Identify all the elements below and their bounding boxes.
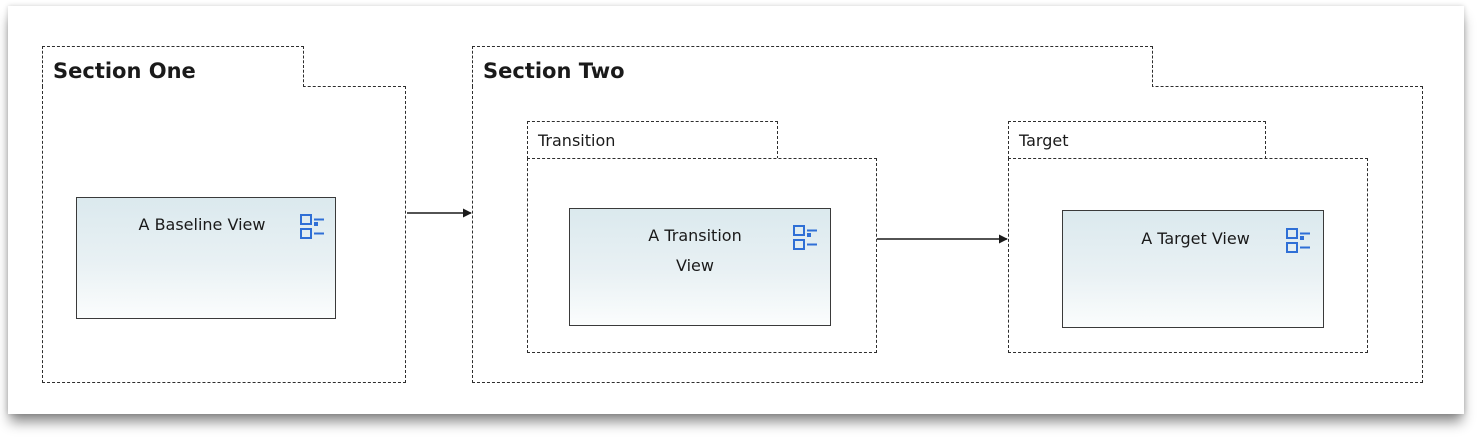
view-list-icon xyxy=(1286,228,1310,253)
view-list-icon xyxy=(793,225,817,250)
baseline-view-label: A Baseline View xyxy=(138,215,266,234)
baseline-view-element[interactable]: A Baseline View xyxy=(76,197,336,319)
target-title: Target xyxy=(1019,131,1069,150)
section-one-title: Section One xyxy=(53,59,196,83)
transition-view-label-line2: View xyxy=(676,256,714,275)
section-two-title: Section Two xyxy=(483,59,625,83)
transition-title: Transition xyxy=(538,131,616,150)
target-tab[interactable]: Target xyxy=(1008,121,1266,159)
transition-view-element[interactable]: A Transition View xyxy=(569,208,831,326)
target-view-label: A Target View xyxy=(1141,229,1250,248)
view-list-icon xyxy=(300,214,324,239)
transition-view-label-line1: A Transition xyxy=(648,226,742,245)
section-one-tab[interactable]: Section One xyxy=(42,46,304,87)
target-view-element[interactable]: A Target View xyxy=(1062,210,1324,328)
section-two-tab[interactable]: Section Two xyxy=(472,46,1153,87)
transition-tab[interactable]: Transition xyxy=(527,121,778,159)
